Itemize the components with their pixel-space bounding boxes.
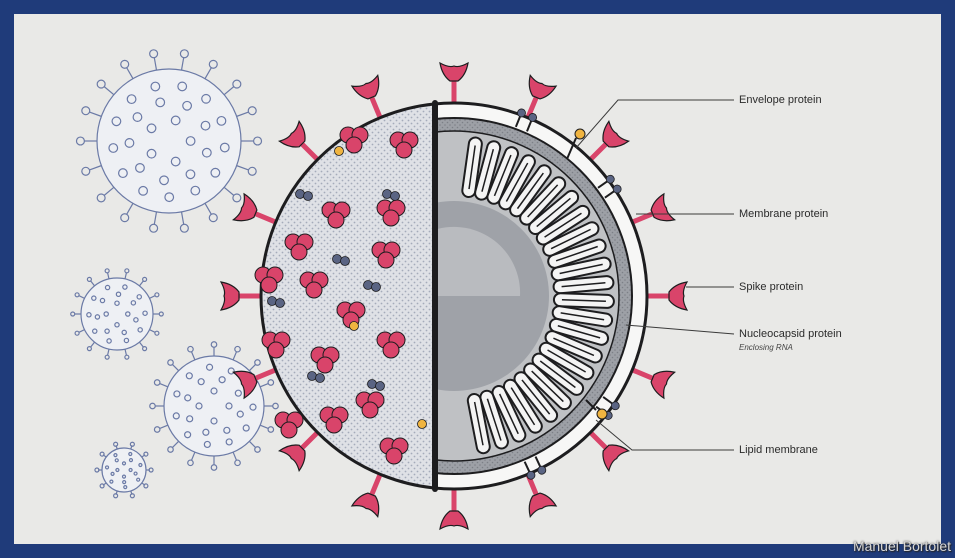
section-divider xyxy=(432,100,438,492)
virus-sketch-mid xyxy=(150,342,279,471)
lipid-membrane-label: Lipid membrane xyxy=(739,444,818,456)
envelope-protein-label: Envelope protein xyxy=(739,94,822,106)
background-virus-sketches xyxy=(71,50,279,498)
virus-sketch-medium xyxy=(71,269,164,359)
spike-protein-topview xyxy=(275,412,303,438)
credit-watermark: Manuel Bortolet xyxy=(853,538,951,554)
nucleocapsid-sublabel: Enclosing RNA xyxy=(739,343,793,352)
envelope-protein xyxy=(350,322,359,331)
virus-sketch-small xyxy=(95,442,153,497)
envelope-protein xyxy=(418,420,427,429)
nucleocapsid-protein-label: Nucleocapsid protein xyxy=(739,328,842,340)
lipid-envelope-dot xyxy=(597,409,607,419)
illustration-panel: Envelope protein Membrane protein Spike … xyxy=(14,14,941,544)
envelope-protein xyxy=(335,147,344,156)
envelope-leader xyxy=(576,100,734,148)
membrane-protein-label: Membrane protein xyxy=(739,208,828,220)
spike-protein-label: Spike protein xyxy=(739,281,803,293)
virus-sketch-large xyxy=(76,50,261,232)
envelope-protein-dot xyxy=(575,129,585,139)
